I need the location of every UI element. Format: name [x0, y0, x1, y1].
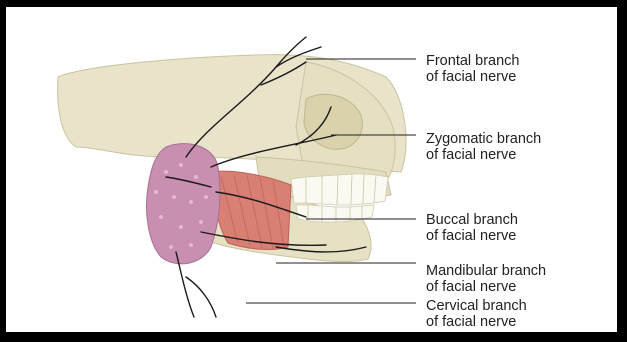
label-zygomatic-line2: of facial nerve [426, 147, 541, 163]
figure-frame: Frontal branch of facial nerve Zygomatic… [6, 7, 617, 332]
label-buccal-line2: of facial nerve [426, 228, 518, 244]
label-mandibular-line2: of facial nerve [426, 279, 546, 295]
label-frontal-branch: Frontal branch of facial nerve [426, 53, 520, 85]
label-frontal-line1: Frontal branch [426, 53, 520, 69]
upper-teeth [291, 174, 388, 205]
label-mandibular-branch: Mandibular branch of facial nerve [426, 263, 546, 295]
label-buccal-line1: Buccal branch [426, 212, 518, 228]
label-cervical-line1: Cervical branch [426, 298, 527, 314]
label-buccal-branch: Buccal branch of facial nerve [426, 212, 518, 244]
label-zygomatic-branch: Zygomatic branch of facial nerve [426, 131, 541, 163]
label-cervical-line2: of facial nerve [426, 314, 527, 330]
label-cervical-branch: Cervical branch of facial nerve [426, 298, 527, 330]
label-zygomatic-line1: Zygomatic branch [426, 131, 541, 147]
label-mandibular-line1: Mandibular branch [426, 263, 546, 279]
parotid-gland [147, 144, 220, 264]
label-frontal-line2: of facial nerve [426, 69, 520, 85]
